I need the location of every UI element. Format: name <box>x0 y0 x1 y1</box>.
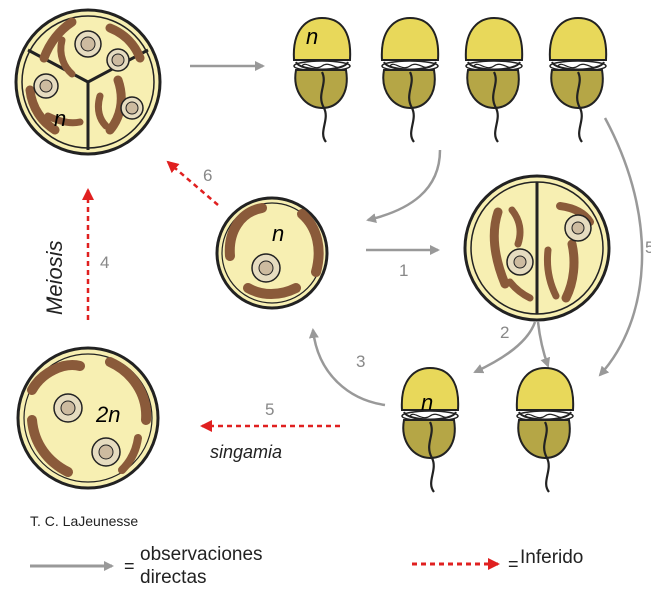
step-number-1: 1 <box>399 261 408 280</box>
step-number-6: 6 <box>203 166 212 185</box>
legend-inferred: Inferido <box>520 547 583 568</box>
legend-direct-line1: observaciones <box>140 544 263 565</box>
tetrad-cyst <box>16 10 160 154</box>
gamete-2 <box>382 18 438 142</box>
tetrad-ploidy-label: n <box>54 106 66 131</box>
gamete-4 <box>550 18 606 142</box>
step-number-5-syngamy: 5 <box>265 400 274 419</box>
gamete-3 <box>466 18 522 142</box>
legend-equals-direct: = <box>124 556 135 576</box>
syngamy-label: singamia <box>210 442 282 462</box>
haploid-cell <box>217 198 327 308</box>
gamete-6 <box>517 368 573 492</box>
legend-direct-line2: directas <box>140 567 207 588</box>
zygote-ploidy-label: 2n <box>95 402 120 427</box>
haploid-ploidy-label: n <box>272 221 284 246</box>
step-number-4: 4 <box>100 253 109 272</box>
diploid-zygote <box>18 348 158 488</box>
gamete-5 <box>402 368 458 492</box>
step-number-3: 3 <box>356 352 365 371</box>
gamete-ploidy-label: n <box>306 24 318 49</box>
arrow-gametes-to-haploid <box>368 150 440 220</box>
author-credit: T. C. LaJeunesse <box>30 513 138 529</box>
step-number-2: 2 <box>500 323 509 342</box>
dividing-cyst <box>465 176 609 320</box>
gamete-1 <box>294 18 350 142</box>
legend-equals-inferred: = <box>508 554 519 574</box>
arrow-step-3 <box>313 330 385 405</box>
step-number-5-right: 5 <box>645 238 651 257</box>
meiosis-label: Meiosis <box>42 240 67 315</box>
bottom-gamete-ploidy-label: n <box>421 390 433 415</box>
arrow-step-2b <box>538 322 548 366</box>
